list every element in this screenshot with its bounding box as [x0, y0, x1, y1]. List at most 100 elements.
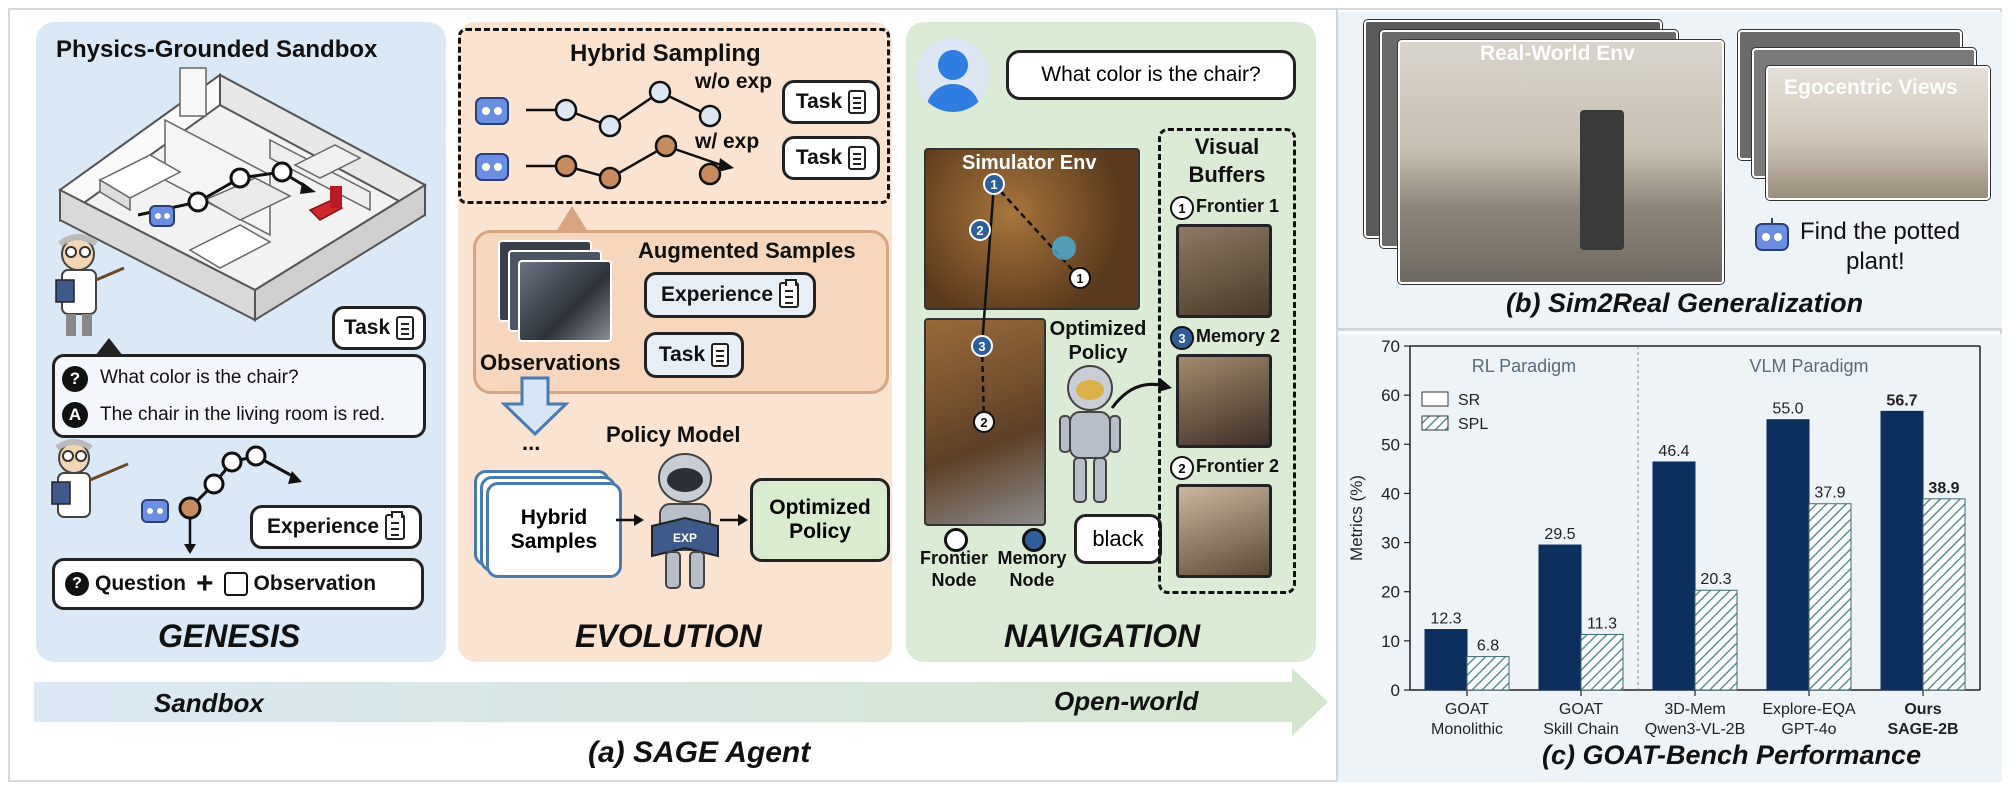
memory-node-line2: Node: [1009, 570, 1055, 590]
frontier1-badge: 1: [1170, 196, 1194, 220]
optimized-policy-line2: Policy: [789, 520, 851, 543]
genesis-task-box: Task: [332, 306, 426, 350]
traj-node-2: 2: [976, 223, 983, 238]
memory2-label: Memory 2: [1196, 326, 1281, 346]
ellipsis: ...: [522, 430, 541, 455]
simulator-env-image-top: [924, 148, 1140, 310]
genesis-question-text: What color is the chair?: [100, 367, 299, 388]
frontier-node-legend-icon: [944, 528, 968, 552]
bar-value-label-sr-0: 12.3: [1430, 611, 1461, 628]
x-tick-label-line1-3: Explore-EQA: [1762, 701, 1856, 718]
bar-sr-0: [1424, 629, 1468, 691]
traj-node-3: 3: [978, 339, 985, 354]
task-box-w-exp: Task: [782, 136, 880, 180]
real-world-image-front: [1398, 40, 1724, 284]
sim2real-instruction-line2: plant!: [1846, 248, 1905, 275]
y-tick-label-2: 20: [1381, 583, 1400, 602]
bar-value-label-spl-1: 11.3: [1587, 615, 1617, 632]
observation-building-icon: [223, 572, 248, 596]
question-observation-box: ? Question + Observation: [52, 558, 424, 610]
y-tick-label-1: 10: [1381, 632, 1400, 651]
observation-label: Observation: [253, 572, 377, 595]
genesis-title: Physics-Grounded Sandbox: [56, 36, 378, 63]
bar-sr-3: [1766, 419, 1810, 691]
bar-value-label-sr-1: 29.5: [1544, 526, 1575, 543]
legend-label-sr: SR: [1458, 392, 1480, 409]
frontier2-image: [1176, 484, 1272, 578]
qa-bubble-tail: [95, 338, 123, 356]
bar-sr-1: [1538, 544, 1582, 691]
evolution-flow-arrows: [616, 514, 748, 526]
caption-a: (a) SAGE Agent: [588, 736, 811, 769]
navigation-robot-icon: [1059, 365, 1121, 503]
document-icon: [848, 146, 867, 170]
augmented-samples-pointer: [556, 206, 588, 232]
policy-robot-reading-icon: EXP: [651, 453, 719, 589]
x-tick-label-line2-0: Monolithic: [1431, 721, 1503, 738]
optimized-policy-line1: Optimized: [769, 496, 871, 519]
observations-label: Observations: [480, 350, 621, 375]
y-tick-label-4: 40: [1381, 484, 1400, 503]
exp-book-label: EXP: [673, 531, 697, 545]
augmented-task-box: Task: [644, 332, 744, 378]
navigation-question-bubble: What color is the chair?: [1006, 50, 1296, 100]
x-tick-label-line2-3: GPT-4o: [1781, 721, 1836, 738]
optimized-policy-box: Optimized Policy: [750, 478, 890, 562]
x-tick-label-line1-0: GOAT: [1445, 701, 1489, 718]
vertical-separator: [1336, 8, 1338, 782]
scientist-character-icon: [55, 234, 125, 336]
group-title-0: RL Paradigm: [1472, 356, 1576, 376]
augmented-task-label: Task: [658, 343, 706, 366]
frontier2-badge: 2: [1170, 456, 1194, 480]
y-tick-label-6: 60: [1381, 386, 1400, 405]
robot-photo-shape: [1580, 110, 1624, 250]
bar-spl-0: [1466, 656, 1510, 691]
visual-buffers-line1: Visual: [1194, 134, 1260, 159]
genesis-task-label: Task: [343, 316, 391, 339]
clipboard-icon: [385, 511, 406, 540]
hybrid-samples-line2: Samples: [510, 530, 598, 553]
egocentric-image-front: [1766, 66, 1990, 200]
user-avatar: [916, 38, 990, 112]
navigation-question-text: What color is the chair?: [1041, 63, 1261, 86]
augmented-samples-title: Augmented Samples: [638, 238, 856, 263]
scientist-path-illustration: [51, 439, 302, 554]
y-tick-label-7: 70: [1381, 337, 1400, 356]
hybrid-sampling-title: Hybrid Sampling: [570, 40, 761, 67]
plus-sign: +: [196, 567, 214, 600]
bar-spl-2: [1694, 589, 1738, 691]
sandbox-label: Sandbox: [154, 688, 264, 718]
memory-node-legend-icon: [1022, 528, 1046, 552]
wo-exp-label: w/o exp: [695, 70, 773, 93]
down-arrow-icon: [500, 376, 570, 437]
genesis-answer-text: The chair in the living room is red.: [100, 404, 386, 425]
question-circle-icon: ?: [65, 572, 89, 596]
augmented-experience-box: Experience: [644, 272, 816, 318]
legend-label-spl: SPL: [1458, 416, 1488, 433]
navigation-answer-bubble: black: [1074, 514, 1162, 564]
question-label: Question: [95, 572, 187, 595]
traj-node-2b: 2: [980, 415, 987, 430]
question-badge-icon: ?: [62, 366, 88, 392]
sandbox-house-illustration: [58, 67, 428, 322]
x-tick-label-line1-2: 3D-Mem: [1664, 701, 1725, 718]
nav-optimized-policy-line1: Optimized: [1049, 318, 1147, 340]
genesis-experience-label: Experience: [266, 515, 380, 538]
evolution-footer: EVOLUTION: [575, 618, 762, 654]
navigation-footer: NAVIGATION: [1004, 618, 1201, 654]
caption-c: (c) GOAT-Bench Performance: [1542, 740, 1922, 770]
real-world-env-label: Real-World Env: [1480, 42, 1635, 65]
group-title-1: VLM Paradigm: [1749, 356, 1868, 376]
openworld-label: Open-world: [1054, 686, 1199, 716]
policy-model-label: Policy Model: [606, 422, 741, 447]
genesis-footer: GENESIS: [158, 618, 301, 654]
traj-node-1b: 1: [1076, 271, 1083, 286]
robot-icon: [1755, 218, 1789, 251]
egocentric-views-label: Egocentric Views: [1784, 76, 1958, 99]
bar-value-label-spl-3: 37.9: [1814, 485, 1845, 502]
bar-value-label-spl-4: 38.9: [1928, 480, 1959, 497]
bar-spl-1: [1580, 633, 1624, 691]
w-exp-label: w/ exp: [695, 130, 760, 153]
bar-spl-4: [1922, 498, 1966, 691]
